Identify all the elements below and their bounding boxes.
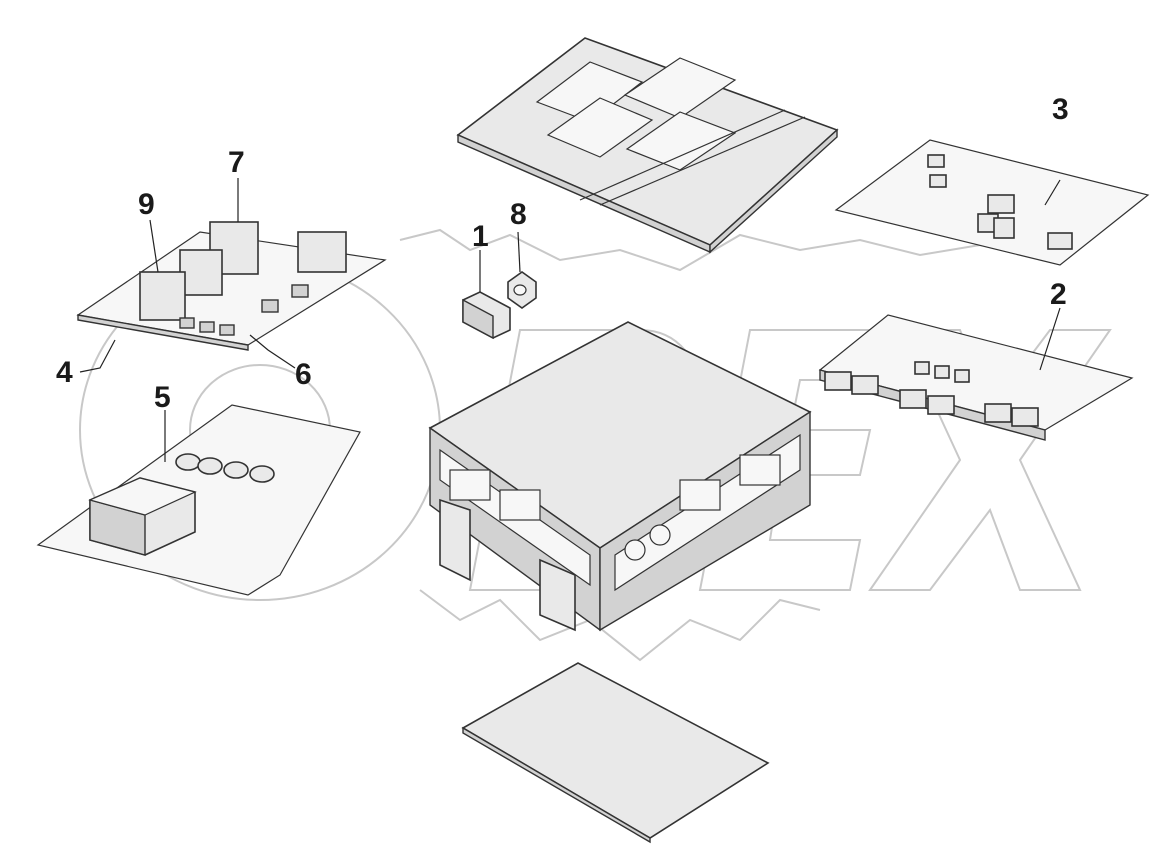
part-2-board xyxy=(818,314,1134,441)
callout-7: 7 xyxy=(228,146,245,179)
part-1-connector xyxy=(462,291,511,340)
bottom-cover-part xyxy=(461,662,770,844)
top-cover-part xyxy=(456,37,839,254)
callout-9: 9 xyxy=(138,188,155,221)
leader-lines xyxy=(79,178,1061,462)
callout-5: 5 xyxy=(154,381,171,414)
part-8-ring xyxy=(507,271,537,309)
part-5-capacitors xyxy=(36,404,361,596)
callout-1: 1 xyxy=(472,220,489,253)
callout-4: 4 xyxy=(56,356,73,389)
callout-2: 2 xyxy=(1050,278,1067,311)
pcb-assembly-part xyxy=(76,221,387,351)
callout-3: 3 xyxy=(1052,93,1069,126)
callout-8: 8 xyxy=(510,198,527,231)
part-3-board xyxy=(834,139,1150,266)
main-housing-part xyxy=(428,321,812,632)
callout-6: 6 xyxy=(295,358,312,391)
